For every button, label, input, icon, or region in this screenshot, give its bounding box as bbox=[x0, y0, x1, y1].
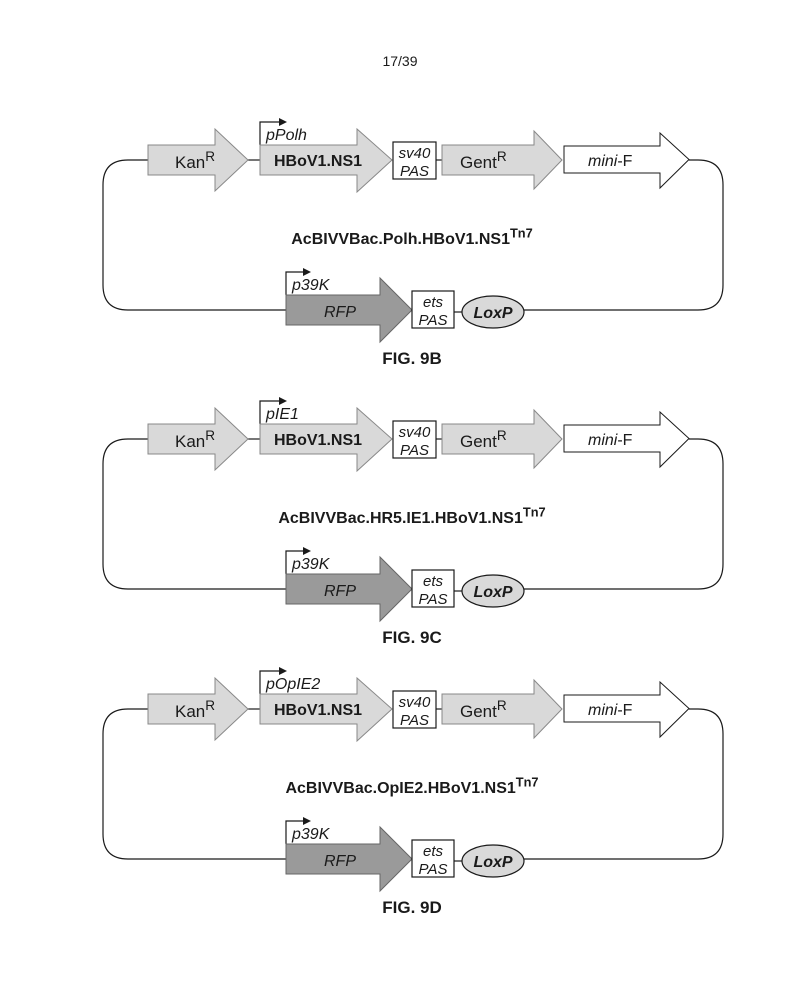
gent-resistance-arrow bbox=[441, 678, 563, 740]
loxp-site bbox=[461, 574, 525, 608]
hbov1-ns1-gene-arrow bbox=[259, 406, 393, 473]
kan-resistance-arrow bbox=[147, 406, 249, 472]
p39k-label: p39K bbox=[291, 826, 331, 843]
pas-label: PAS bbox=[400, 442, 429, 459]
kan-label: KanR bbox=[175, 428, 215, 451]
pas-label: PAS bbox=[400, 712, 429, 729]
promoter-arrowhead-icon bbox=[279, 397, 287, 405]
ets-label: ets bbox=[423, 843, 444, 860]
backbone-line-right bbox=[524, 708, 724, 860]
promoter-arrowhead-icon bbox=[279, 667, 287, 675]
construct-name: AcBIVVBac.Polh.HBoV1.NS1Tn7 bbox=[291, 226, 533, 248]
loxp-site bbox=[461, 844, 525, 878]
sv40-label: sv40 bbox=[399, 424, 431, 441]
loxp-label: LoxP bbox=[473, 584, 512, 601]
promoter-arrow-icon bbox=[259, 670, 282, 694]
rfp-label: RFP bbox=[324, 853, 356, 870]
hbov1-ns1-gene-arrow bbox=[259, 127, 393, 194]
sv40-pas-box bbox=[392, 690, 437, 729]
promoter-label: pIE1 bbox=[265, 406, 299, 423]
p39k-promoter-arrow-icon bbox=[285, 550, 306, 574]
rfp-arrow bbox=[285, 276, 413, 344]
rfp-label: RFP bbox=[324, 583, 356, 600]
figure-caption: FIG. 9D bbox=[382, 898, 442, 917]
ets-pas-box bbox=[411, 839, 455, 878]
p39k-label: p39K bbox=[291, 556, 331, 573]
backbone-line-left bbox=[102, 159, 286, 311]
backbone-line-left bbox=[102, 438, 286, 590]
ets-pas-box bbox=[411, 290, 455, 329]
p39k-promoter-arrow-icon bbox=[285, 820, 306, 844]
construct-name: AcBIVVBac.OpIE2.HBoV1.NS1Tn7 bbox=[285, 775, 538, 797]
mini-f-label: mini-F bbox=[588, 153, 633, 170]
mini-f-label: mini-F bbox=[588, 702, 633, 719]
p39k-arrowhead-icon bbox=[303, 268, 311, 276]
gene-label: HBoV1.NS1 bbox=[274, 153, 362, 170]
loxp-label: LoxP bbox=[473, 305, 512, 322]
pas-label: PAS bbox=[400, 163, 429, 180]
p39k-label: p39K bbox=[291, 277, 331, 294]
p39k-arrowhead-icon bbox=[303, 817, 311, 825]
p39k-promoter-arrow-icon bbox=[285, 271, 306, 295]
promoter-arrow-icon bbox=[259, 121, 282, 145]
promoter-label: pPolh bbox=[265, 127, 307, 144]
page-number: 17/39 bbox=[382, 53, 417, 69]
promoter-arrowhead-icon bbox=[279, 118, 287, 126]
kan-resistance-arrow bbox=[147, 127, 249, 193]
ets-pas-label: PAS bbox=[419, 591, 448, 608]
kan-label: KanR bbox=[175, 698, 215, 721]
backbone-line-right bbox=[524, 159, 724, 311]
ets-label: ets bbox=[423, 573, 444, 590]
loxp-site bbox=[461, 295, 525, 329]
p39k-arrowhead-icon bbox=[303, 547, 311, 555]
ets-label: ets bbox=[423, 294, 444, 311]
backbone-line-left bbox=[102, 708, 286, 860]
hbov1-ns1-gene-arrow bbox=[259, 676, 393, 743]
gent-label: GentR bbox=[460, 149, 507, 172]
rfp-arrow bbox=[285, 825, 413, 893]
construct-name: AcBIVVBac.HR5.IE1.HBoV1.NS1Tn7 bbox=[278, 505, 545, 527]
sv40-pas-box bbox=[392, 141, 437, 180]
mini-f-arrow bbox=[563, 410, 690, 469]
gent-resistance-arrow bbox=[441, 129, 563, 191]
gene-label: HBoV1.NS1 bbox=[274, 432, 362, 449]
gent-label: GentR bbox=[460, 698, 507, 721]
gene-label: HBoV1.NS1 bbox=[274, 702, 362, 719]
figure-caption: FIG. 9C bbox=[382, 628, 442, 647]
mini-f-label: mini-F bbox=[588, 432, 633, 449]
backbone-line-right bbox=[524, 438, 724, 590]
sv40-label: sv40 bbox=[399, 694, 431, 711]
mini-f-arrow bbox=[563, 131, 690, 190]
kan-resistance-arrow bbox=[147, 676, 249, 742]
promoter-label: pOpIE2 bbox=[265, 676, 320, 693]
ets-pas-label: PAS bbox=[419, 312, 448, 329]
sv40-pas-box bbox=[392, 420, 437, 459]
promoter-arrow-icon bbox=[259, 400, 282, 424]
loxp-label: LoxP bbox=[473, 854, 512, 871]
mini-f-arrow bbox=[563, 680, 690, 739]
sv40-label: sv40 bbox=[399, 145, 431, 162]
ets-pas-box bbox=[411, 569, 455, 608]
gent-label: GentR bbox=[460, 428, 507, 451]
kan-label: KanR bbox=[175, 149, 215, 172]
rfp-label: RFP bbox=[324, 304, 356, 321]
gent-resistance-arrow bbox=[441, 408, 563, 470]
figure-caption: FIG. 9B bbox=[382, 349, 442, 368]
ets-pas-label: PAS bbox=[419, 861, 448, 878]
rfp-arrow bbox=[285, 555, 413, 623]
